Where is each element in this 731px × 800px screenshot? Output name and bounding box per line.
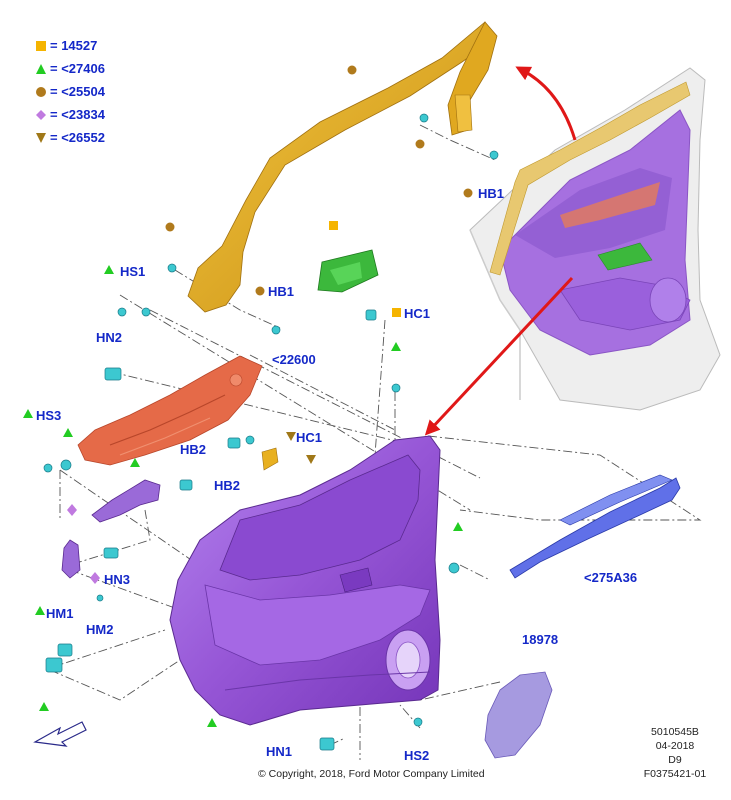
lower-bracket	[61, 479, 161, 579]
legend-row: = <27406	[36, 57, 105, 80]
copyright-text: © Copyright, 2018, Ford Motor Company Li…	[258, 768, 485, 780]
label-hn3: HN3	[104, 572, 131, 587]
square-icon	[36, 40, 46, 51]
label-hb2-top: HB2	[180, 442, 207, 457]
circle-icon	[36, 86, 46, 97]
small-bracket	[261, 447, 279, 471]
label-hm1: HM1	[46, 606, 74, 621]
label-hb1-mid: HB1	[268, 284, 295, 299]
legend-label: = <26552	[50, 130, 105, 145]
triangle-up-icon	[36, 63, 46, 74]
diagram-revision: D9	[668, 754, 682, 766]
legend-label: = <25504	[50, 84, 105, 99]
diamond-icon	[36, 109, 46, 120]
label-hb2-bottom: HB2	[214, 478, 241, 493]
legend: = 14527 = <27406 = <25504 = <23834 = <26…	[36, 34, 105, 149]
figure-number: F0375421-01	[643, 768, 707, 780]
legend-row: = <26552	[36, 126, 105, 149]
legend-row: = 14527	[36, 34, 105, 57]
legend-row: = <25504	[36, 80, 105, 103]
label-part-18978: 18978	[522, 632, 559, 647]
label-hb1-top: HB1	[478, 186, 505, 201]
legend-label: = <23834	[50, 107, 105, 122]
belt-moulding	[187, 21, 498, 313]
label-part-22600: <22600	[272, 352, 316, 367]
label-hs2: HS2	[404, 748, 430, 763]
window-switch-bezel	[317, 249, 379, 293]
legend-row: = <23834	[36, 103, 105, 126]
reflector-strip	[509, 474, 681, 579]
legend-label: = 14527	[50, 38, 98, 53]
legend-label: = <27406	[50, 61, 105, 76]
view-direction-arrow	[33, 721, 87, 747]
label-hc1-mid: HC1	[296, 430, 323, 445]
red-arrows	[424, 66, 577, 436]
triangle-down-icon	[36, 132, 46, 143]
label-hn1: HN1	[266, 744, 293, 759]
diagram-date: 04-2018	[655, 740, 695, 752]
speaker-grille	[484, 671, 553, 759]
fastener-clips	[43, 113, 499, 751]
door-reference-view	[469, 67, 721, 411]
trim-bracket	[77, 355, 263, 466]
symbol-markers	[23, 65, 473, 727]
label-hs1: HS1	[120, 264, 146, 279]
diagram-code: 5010545B	[651, 726, 699, 738]
label-hc1-top: HC1	[404, 306, 431, 321]
label-hs3: HS3	[36, 408, 62, 423]
label-part-275a36: <275A36	[584, 570, 638, 585]
label-hn2: HN2	[96, 330, 123, 345]
door-trim-panel	[169, 435, 441, 726]
label-hm2: HM2	[86, 622, 114, 637]
